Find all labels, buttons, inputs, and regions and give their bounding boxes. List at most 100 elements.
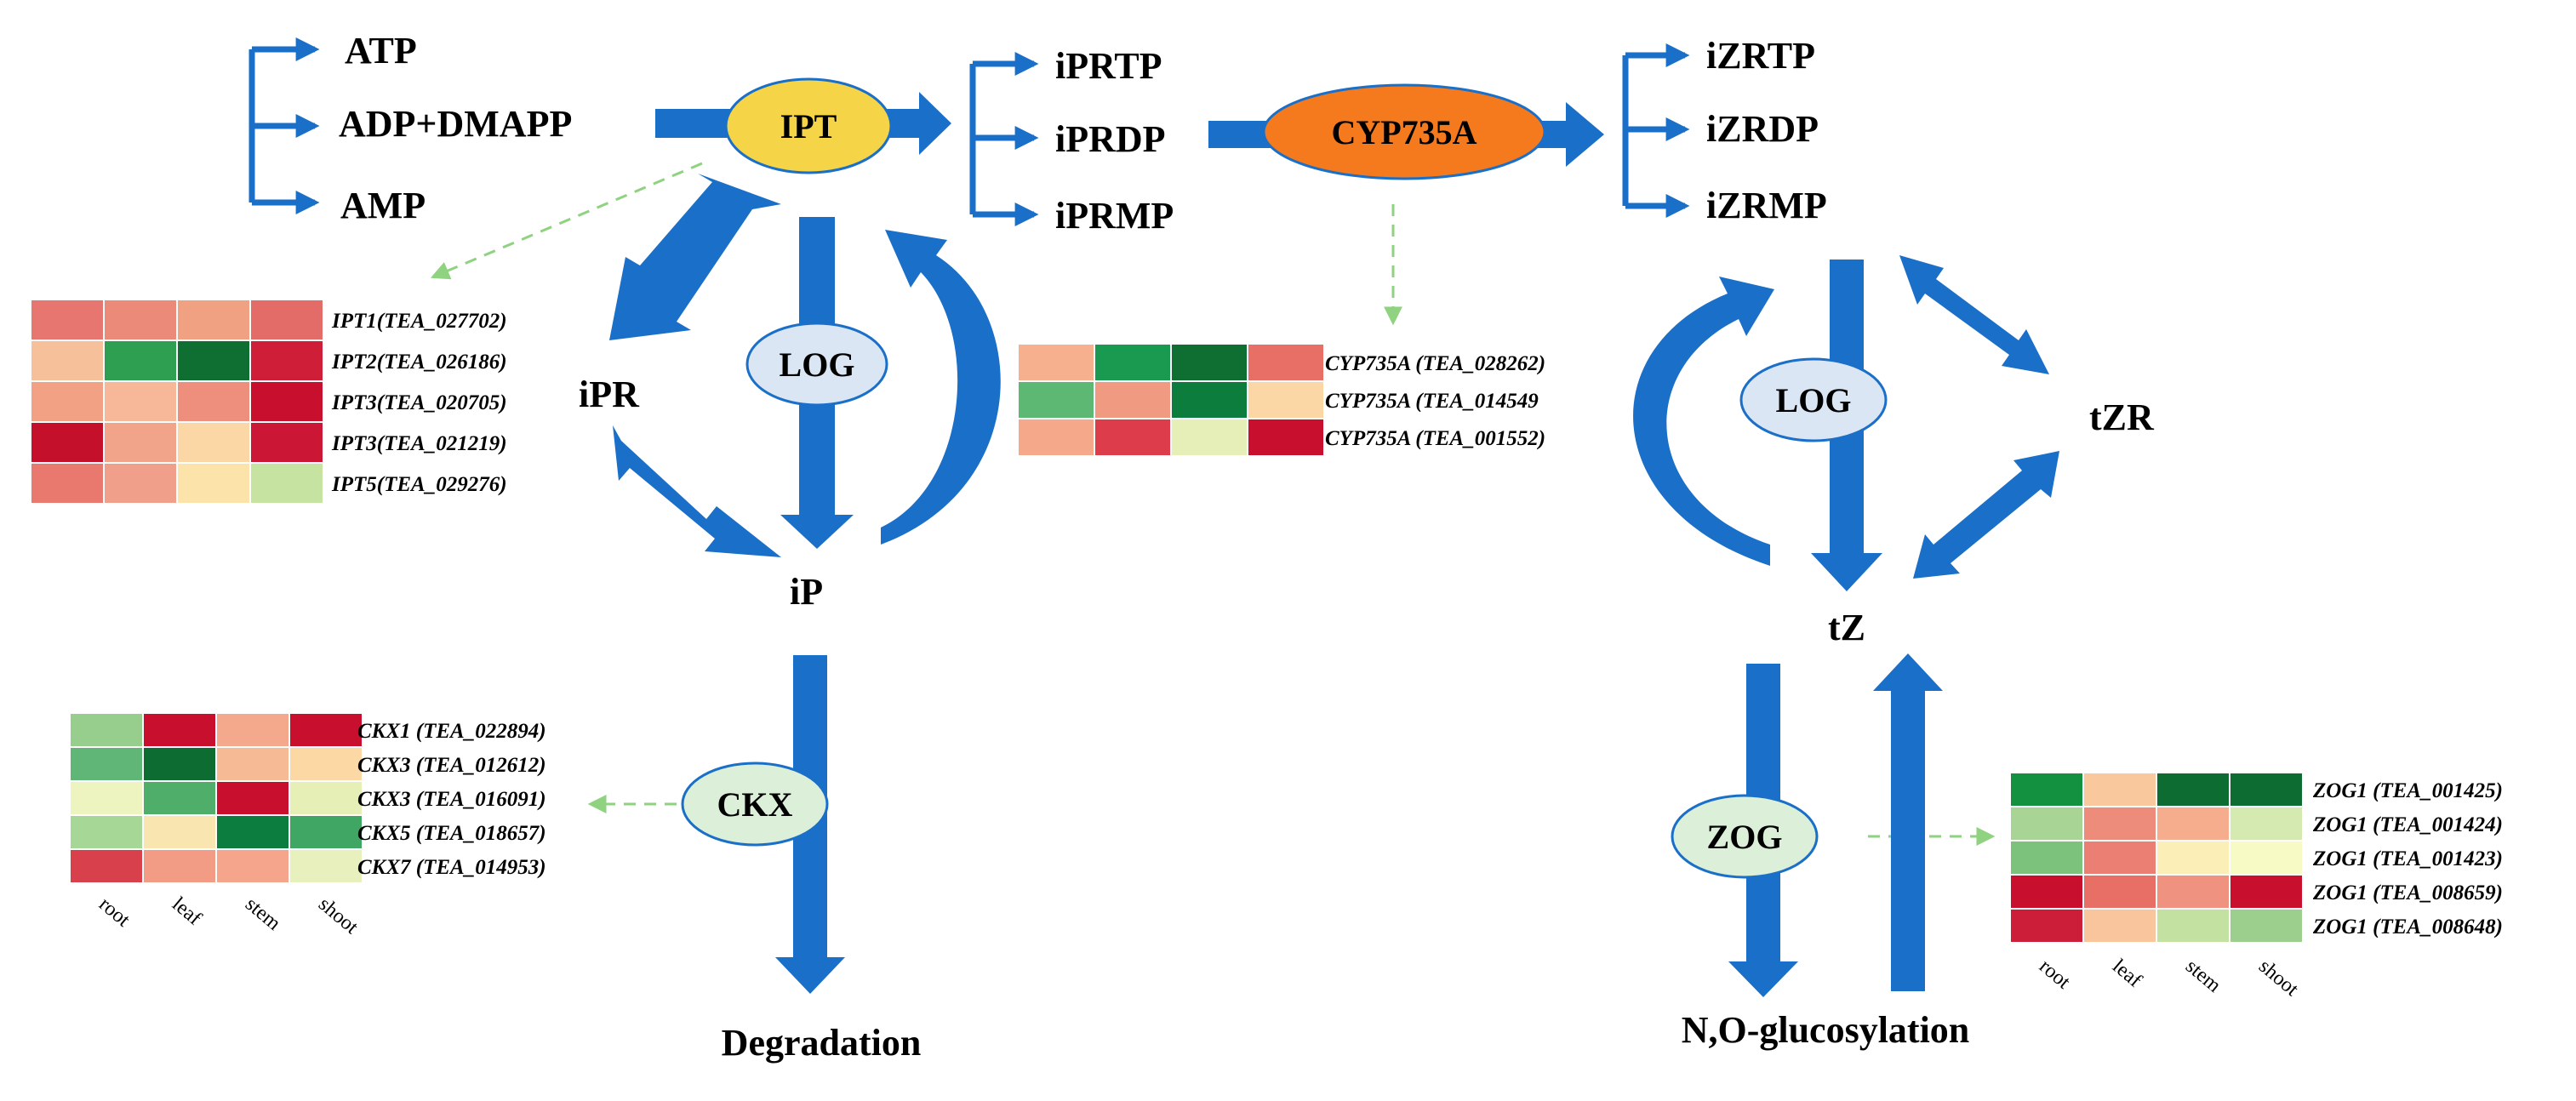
heatmap-tissue-label: stem: [241, 893, 285, 935]
heatmap-tissue-label: root: [2035, 956, 2075, 994]
heatmap-cell: [142, 780, 217, 816]
heatmap-gene-label: IPT3(TEA_021219): [331, 432, 507, 455]
heatmap-cell: [1094, 380, 1172, 419]
heatmap-cell: [215, 780, 290, 816]
heatmap-tissue-label: root: [94, 893, 134, 932]
heatmap-cell: [176, 421, 251, 464]
arrow-glucosylation-to-tz: [1873, 653, 1943, 991]
heatmap-cell: [249, 299, 324, 341]
heatmap-gene-label: IPT3(TEA_020705): [331, 391, 507, 414]
heatmap-cell: [2156, 840, 2230, 876]
heatmap-cell: [2156, 874, 2230, 910]
heatmap-tissue-label: stem: [2181, 956, 2225, 997]
arrow-double-iprmp-ipr: [609, 174, 781, 340]
heatmap-cell: [69, 814, 144, 850]
heatmap-cell: [2229, 806, 2304, 841]
heatmap-cell: [30, 462, 105, 505]
heatmap-cell: [142, 814, 217, 850]
metabolite-ip: iP: [790, 571, 823, 613]
heatmap-cell: [249, 462, 324, 505]
heatmap-gene-label: ZOG1 (TEA_001425): [2312, 779, 2503, 802]
heatmap-cell: [1170, 418, 1248, 457]
heatmap-cell: [103, 421, 178, 464]
heatmap-cell: [69, 848, 144, 884]
heatmap-cell: [176, 339, 251, 382]
fork-ipr-nucleotides: [969, 52, 1039, 226]
fork-izr-nucleotides: [1622, 43, 1690, 218]
enzyme-log-left: [745, 322, 888, 407]
arrow-double-ipr-ip: [613, 425, 781, 557]
metabolite-tz: tZ: [1828, 607, 1865, 648]
heatmap-gene-label: IPT5(TEA_029276): [331, 473, 507, 496]
heatmap-gene-label: CKX3 (TEA_016091): [357, 788, 546, 811]
heatmap-cell: [215, 746, 290, 782]
metabolite-tzr: tZR: [2089, 396, 2155, 438]
arrow-double-tzr-tz: [1913, 451, 2059, 579]
metabolite-izrmp: iZRMP: [1706, 185, 1827, 226]
heatmap-cell: [288, 814, 363, 850]
enzyme-zog-label: ZOG: [1707, 818, 1783, 856]
metabolite-iprdp: iPRDP: [1055, 118, 1166, 160]
heatmap-cell: [249, 421, 324, 464]
heatmap-gene-label: CYP735A (TEA_001552): [1325, 427, 1545, 450]
heatmap-cell: [1247, 380, 1325, 419]
heatmap-ipt: IPT1(TEA_027702) IPT2(TEA_026186) IPT3(TEA…: [30, 299, 507, 505]
dashed-ipt-to-heatmap: [430, 162, 703, 280]
heatmap-cell: [2082, 806, 2157, 841]
enzyme-ipt-label: IPT: [780, 107, 837, 145]
heatmap-cell: [1017, 418, 1095, 457]
heatmap-cell: [2156, 772, 2230, 807]
metabolite-izrtp: iZRTP: [1706, 35, 1815, 77]
heatmap-tissue-label: shoot: [314, 893, 363, 939]
metabolite-degradation: Degradation: [722, 1022, 922, 1064]
heatmap-cell: [142, 746, 217, 782]
heatmap-cell: [1247, 343, 1325, 382]
heatmap-cell: [176, 299, 251, 341]
metabolite-adp-dmapp: ADP+DMAPP: [339, 103, 572, 145]
heatmap-cell: [2009, 840, 2084, 876]
heatmap-cell: [288, 746, 363, 782]
heatmap-cell: [2082, 840, 2157, 876]
heatmap-cell: [1094, 343, 1172, 382]
heatmap-gene-label: CKX1 (TEA_022894): [357, 720, 546, 743]
enzyme-zog: [1671, 794, 1819, 879]
heatmap-gene-label: CYP735A (TEA_014549: [1325, 390, 1539, 413]
arrow-curved-ip-to-iprmp: [881, 230, 1001, 545]
heatmap-cell: [142, 848, 217, 884]
heatmap-cell: [2229, 840, 2304, 876]
heatmap-cell: [69, 746, 144, 782]
enzyme-log-left-label: LOG: [780, 345, 855, 384]
heatmap-cell: [1094, 418, 1172, 457]
heatmap-gene-label: ZOG1 (TEA_008659): [2312, 881, 2503, 904]
heatmap-cell: [288, 848, 363, 884]
enzyme-ckx-label: CKX: [717, 785, 793, 824]
heatmap-cell: [103, 380, 178, 423]
arrow-double-izrmp-tzr: [1899, 255, 2049, 374]
heatmap-gene-label: CKX3 (TEA_012612): [357, 754, 546, 777]
heatmap-cell: [103, 339, 178, 382]
heatmap-cell: [215, 712, 290, 748]
heatmap-gene-label: IPT1(TEA_027702): [331, 310, 507, 333]
enzyme-cyp735a-label: CYP735A: [1331, 113, 1476, 151]
heatmap-cell: [2229, 772, 2304, 807]
heatmap-cyp735a: CYP735A (TEA_028262)CYP735A (TEA_014549C…: [1017, 343, 1545, 457]
heatmap-cell: [176, 462, 251, 505]
heatmap-cell: [69, 780, 144, 816]
heatmap-cell: [249, 339, 324, 382]
heatmap-tissue-label: shoot: [2254, 956, 2303, 1001]
enzyme-log-right-label: LOG: [1776, 381, 1852, 419]
fork-atp-amp: [248, 37, 320, 214]
heatmap-cell: [215, 848, 290, 884]
heatmap-ckx: CKX1 (TEA_022894) CKX3 (TEA_012612) CKX3 (…: [69, 712, 546, 939]
heatmap-cell: [103, 462, 178, 505]
enzyme-ckx: [681, 762, 829, 847]
enzyme-ipt: [724, 77, 893, 174]
heatmap-cell: [2229, 908, 2304, 944]
metabolite-atp: ATP: [345, 30, 417, 71]
heatmap-gene-label: IPT2(TEA_026186): [331, 351, 507, 374]
heatmap-gene-label: CKX7 (TEA_014953): [357, 856, 546, 879]
heatmap-cell: [288, 712, 363, 748]
metabolite-izrdp: iZRDP: [1706, 108, 1819, 150]
